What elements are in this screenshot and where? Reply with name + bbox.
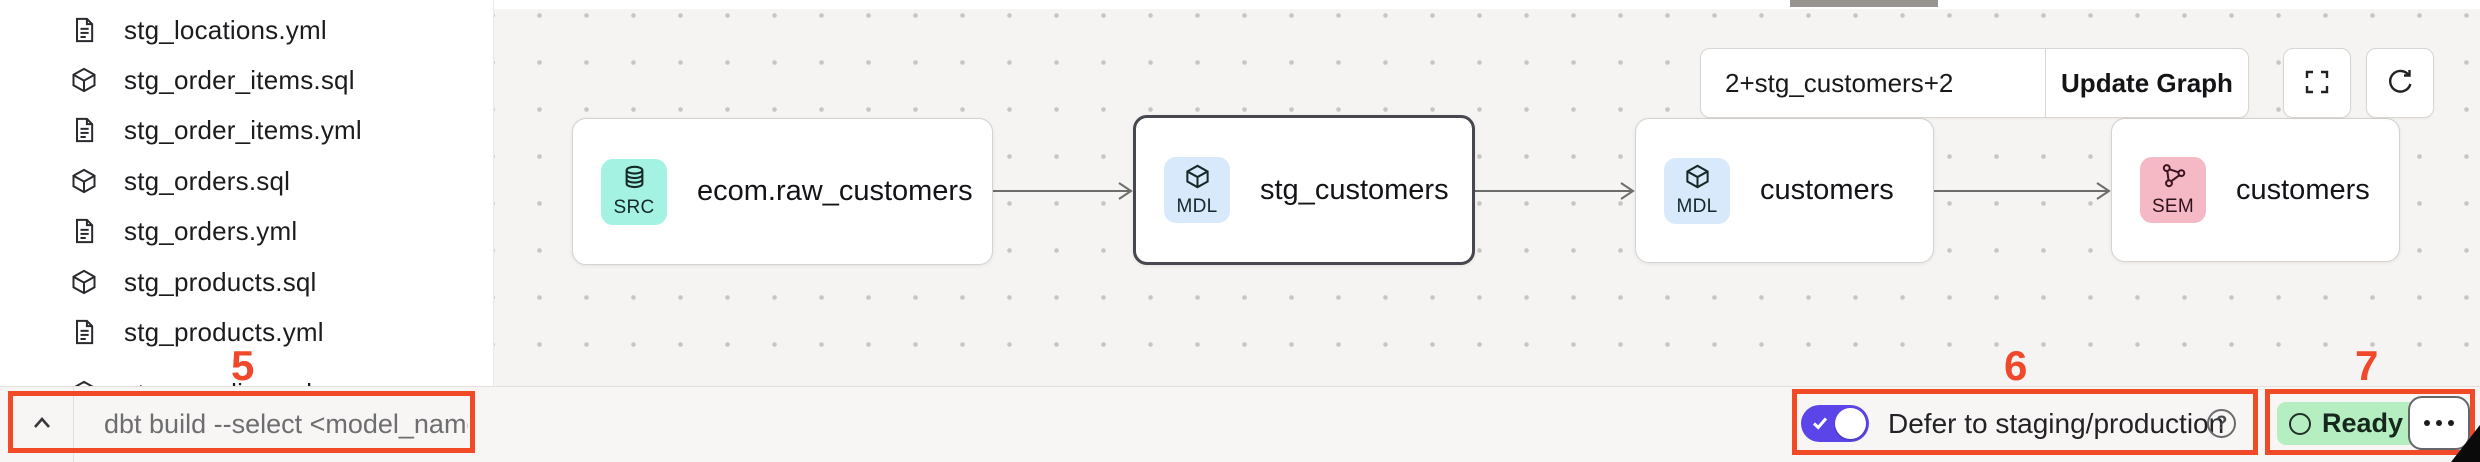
badge-label: SEM: [2151, 195, 2195, 217]
edge-src-to-stg: [993, 180, 1135, 202]
semantic-badge: SEM: [2140, 157, 2206, 223]
file-row-stg-order-items-yml[interactable]: stg_order_items.yml: [0, 105, 493, 155]
node-label: stg_customers: [1260, 173, 1449, 206]
yaml-file-icon: [70, 217, 98, 245]
yaml-file-icon: [70, 318, 98, 346]
node-model-customers[interactable]: MDL customers: [1635, 118, 1934, 263]
file-name: stg_locations.yml: [124, 14, 327, 45]
refresh-icon: [2385, 67, 2415, 100]
toggle-knob: [1835, 408, 1866, 439]
ellipsis-icon: [2424, 420, 2454, 426]
status-text: Ready: [2322, 408, 2404, 438]
status-badge: Ready: [2277, 402, 2422, 445]
edge-customers-to-sem: [1934, 180, 2113, 202]
file-name: stg_supplies.sql: [124, 378, 312, 387]
file-row-stg-order-items-sql[interactable]: stg_order_items.sql: [0, 55, 493, 105]
file-name: stg_products.sql: [124, 266, 317, 297]
canvas-top-strip: [494, 0, 2480, 9]
command-input[interactable]: [88, 386, 468, 462]
selector-input[interactable]: [1701, 49, 2045, 117]
file-name: stg_order_items.sql: [124, 64, 355, 95]
file-row-stg-products-sql[interactable]: stg_products.sql: [0, 257, 493, 307]
defer-label: Defer to staging/production: [1888, 408, 2225, 439]
node-label: ecom.raw_customers: [697, 175, 973, 207]
file-row-stg-products-yml[interactable]: stg_products.yml: [0, 307, 493, 357]
model-badge: MDL: [1664, 157, 1730, 224]
node-source-ecom-raw-customers[interactable]: SRC ecom.raw_customers: [572, 118, 993, 265]
yaml-file-icon: [70, 16, 98, 44]
model-cube-icon: [70, 379, 98, 386]
collapse-command-bar-button[interactable]: [18, 398, 66, 450]
horizontal-scrollbar-thumb[interactable]: [1790, 0, 1938, 7]
status-circle-icon: [2289, 412, 2311, 435]
fullscreen-button[interactable]: [2283, 48, 2351, 118]
model-cube-icon: [70, 268, 98, 296]
file-row-stg-orders-sql[interactable]: stg_orders.sql: [0, 156, 493, 206]
file-name: stg_orders.yml: [124, 215, 298, 246]
node-label: customers: [2236, 173, 2370, 206]
source-badge: SRC: [601, 158, 667, 225]
node-semantic-customers[interactable]: SEM customers: [2111, 118, 2400, 262]
fullscreen-icon: [2302, 67, 2332, 100]
database-icon: [621, 164, 648, 196]
file-name: stg_products.yml: [124, 316, 324, 347]
more-options-button[interactable]: [2408, 396, 2470, 450]
model-cube-icon: [70, 167, 98, 195]
file-row-stg-orders-yml[interactable]: stg_orders.yml: [0, 206, 493, 256]
selector-toolbar: Update Graph: [1700, 48, 2249, 118]
yaml-file-icon: [70, 116, 98, 144]
badge-label: SRC: [613, 197, 655, 218]
file-tree-sidebar: stg_locations.yml stg_order_items.sql st…: [0, 0, 494, 386]
cube-icon: [1184, 163, 1211, 195]
graph-network-icon: [2160, 163, 2187, 195]
check-icon: [1810, 413, 1830, 433]
node-label: customers: [1760, 174, 1894, 206]
refresh-button[interactable]: [2366, 48, 2434, 118]
cube-icon: [1684, 163, 1711, 195]
bottom-bar-divider: [73, 386, 74, 462]
file-name: stg_orders.sql: [124, 165, 291, 196]
model-badge: MDL: [1164, 157, 1230, 223]
update-graph-button[interactable]: Update Graph: [2045, 49, 2248, 117]
file-name: stg_order_items.yml: [124, 114, 362, 145]
chevron-up-icon: [28, 409, 56, 440]
model-cube-icon: [70, 66, 98, 94]
node-model-stg-customers[interactable]: MDL stg_customers: [1133, 115, 1475, 265]
defer-toggle[interactable]: [1801, 405, 1869, 442]
file-row-stg-locations-yml[interactable]: stg_locations.yml: [0, 5, 493, 55]
file-row-partial[interactable]: stg_supplies.sql: [0, 368, 493, 387]
badge-label: MDL: [1676, 196, 1718, 217]
help-icon[interactable]: ?: [2207, 409, 2236, 438]
edge-stg-to-customers: [1475, 180, 1637, 202]
badge-label: MDL: [1176, 195, 1218, 217]
